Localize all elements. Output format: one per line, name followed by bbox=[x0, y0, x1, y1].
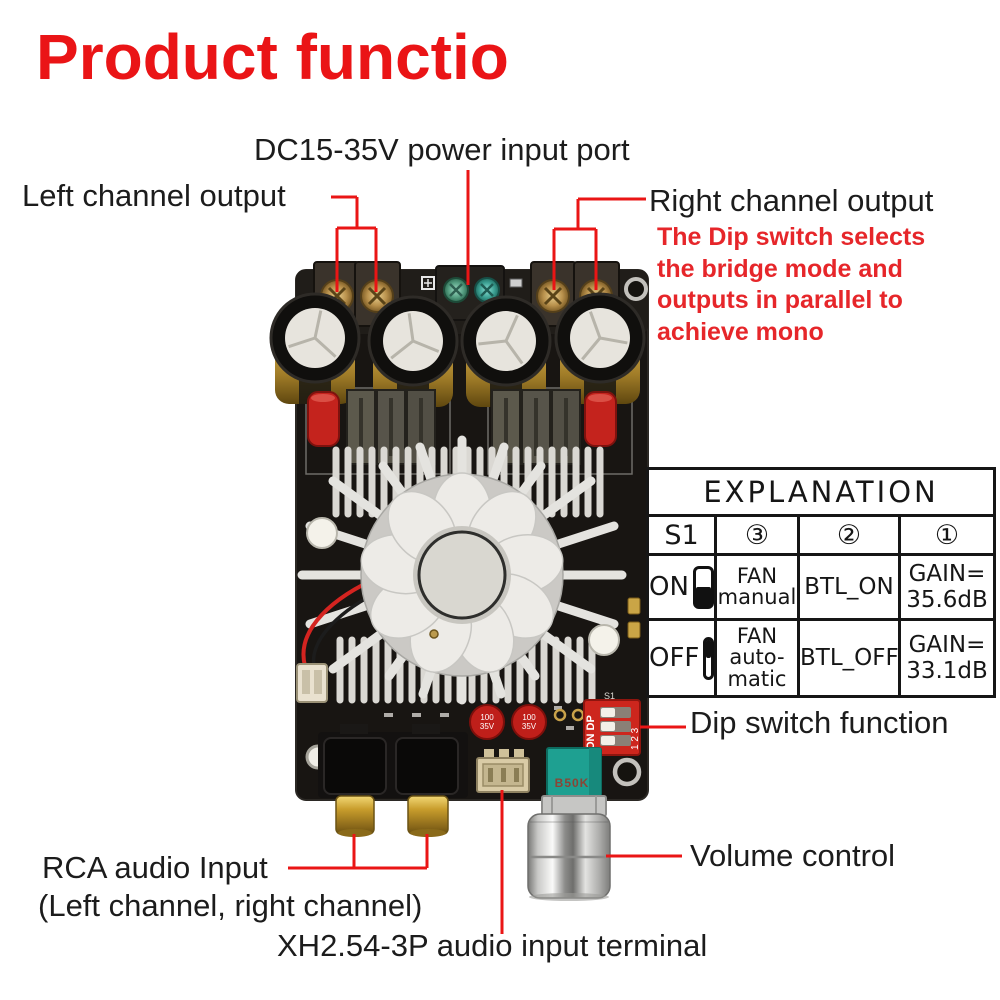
svg-text:100: 100 bbox=[522, 713, 536, 722]
table-row-on: ON FAN manual BTL_ON GAIN= 35.6dB bbox=[646, 553, 997, 621]
label-xh-terminal: XH2.54-3P audio input terminal bbox=[277, 928, 708, 963]
pot-label-text: B50K bbox=[555, 776, 590, 790]
explanation-table: EXPLANATION S1 ③ ② ① ON FAN manual BTL_O… bbox=[645, 467, 997, 698]
label-power-input: DC15-35V power input port bbox=[254, 132, 630, 167]
filter-capacitors bbox=[269, 292, 646, 407]
note-dip-switch-mono: The Dip switch selects the bridge mode a… bbox=[657, 223, 926, 346]
table-row-off: OFF FAN auto- matic BTL_OFF GAIN= 33.1dB bbox=[646, 618, 997, 698]
volume-knob bbox=[527, 813, 611, 901]
small-capacitors: 100 35V 100 35V bbox=[469, 704, 547, 740]
switch-state-off: OFF bbox=[649, 643, 700, 673]
page-title: Product functio bbox=[36, 21, 509, 93]
switch-icon-off bbox=[703, 636, 714, 680]
heatsink-rays bbox=[297, 435, 627, 705]
cooling-fan bbox=[360, 472, 564, 677]
switch-icon-on bbox=[692, 565, 714, 609]
label-rca-channels: (Left channel, right channel) bbox=[38, 888, 423, 923]
fan-mount-post bbox=[588, 624, 620, 656]
fan-mount-post bbox=[306, 517, 338, 549]
dip-switch: ON DP 1 2 3 bbox=[583, 699, 641, 756]
xh-connector bbox=[476, 749, 530, 793]
svg-text:35V: 35V bbox=[522, 722, 537, 731]
switch-state-on: ON bbox=[649, 572, 689, 602]
cell-gain-on: GAIN= 35.6dB bbox=[897, 553, 997, 621]
label-left-channel-output: Left channel output bbox=[22, 178, 286, 213]
rca-jack-left bbox=[335, 795, 375, 835]
cell-fan-manual: FAN manual bbox=[714, 553, 800, 621]
label-volume-control: Volume control bbox=[690, 838, 896, 873]
rca-jacks bbox=[318, 724, 468, 837]
svg-text:100: 100 bbox=[480, 713, 494, 722]
dip-digits-text: 1 2 3 bbox=[630, 727, 641, 750]
dip-on-dp-text: ON DP bbox=[585, 715, 597, 750]
table-col-1: ① bbox=[897, 514, 997, 556]
rca-jack-right bbox=[407, 795, 449, 835]
label-right-channel-output: Right channel output bbox=[649, 183, 934, 218]
table-title: EXPLANATION bbox=[645, 467, 997, 517]
callout-left-output-line bbox=[331, 195, 378, 292]
table-col-3: ③ bbox=[714, 514, 800, 556]
red-film-capacitors bbox=[307, 391, 617, 447]
cell-fan-automatic: FAN auto- matic bbox=[714, 618, 800, 698]
callout-rca-line bbox=[288, 834, 429, 870]
cell-gain-off: GAIN= 33.1dB bbox=[897, 618, 997, 698]
table-col-s1: S1 bbox=[646, 514, 717, 556]
potentiometer: B50K bbox=[541, 747, 607, 817]
callout-right-output-line bbox=[552, 197, 646, 290]
label-dip-switch-function: Dip switch function bbox=[690, 705, 949, 740]
label-rca-audio-input: RCA audio Input bbox=[42, 850, 268, 885]
silkscreen-s1-text: S1 bbox=[604, 691, 615, 701]
table-col-2: ② bbox=[797, 514, 901, 556]
callout-lines bbox=[288, 170, 686, 934]
cell-btl-off: BTL_OFF bbox=[797, 618, 901, 698]
cell-btl-on: BTL_ON bbox=[797, 553, 901, 621]
svg-text:35V: 35V bbox=[480, 722, 495, 731]
